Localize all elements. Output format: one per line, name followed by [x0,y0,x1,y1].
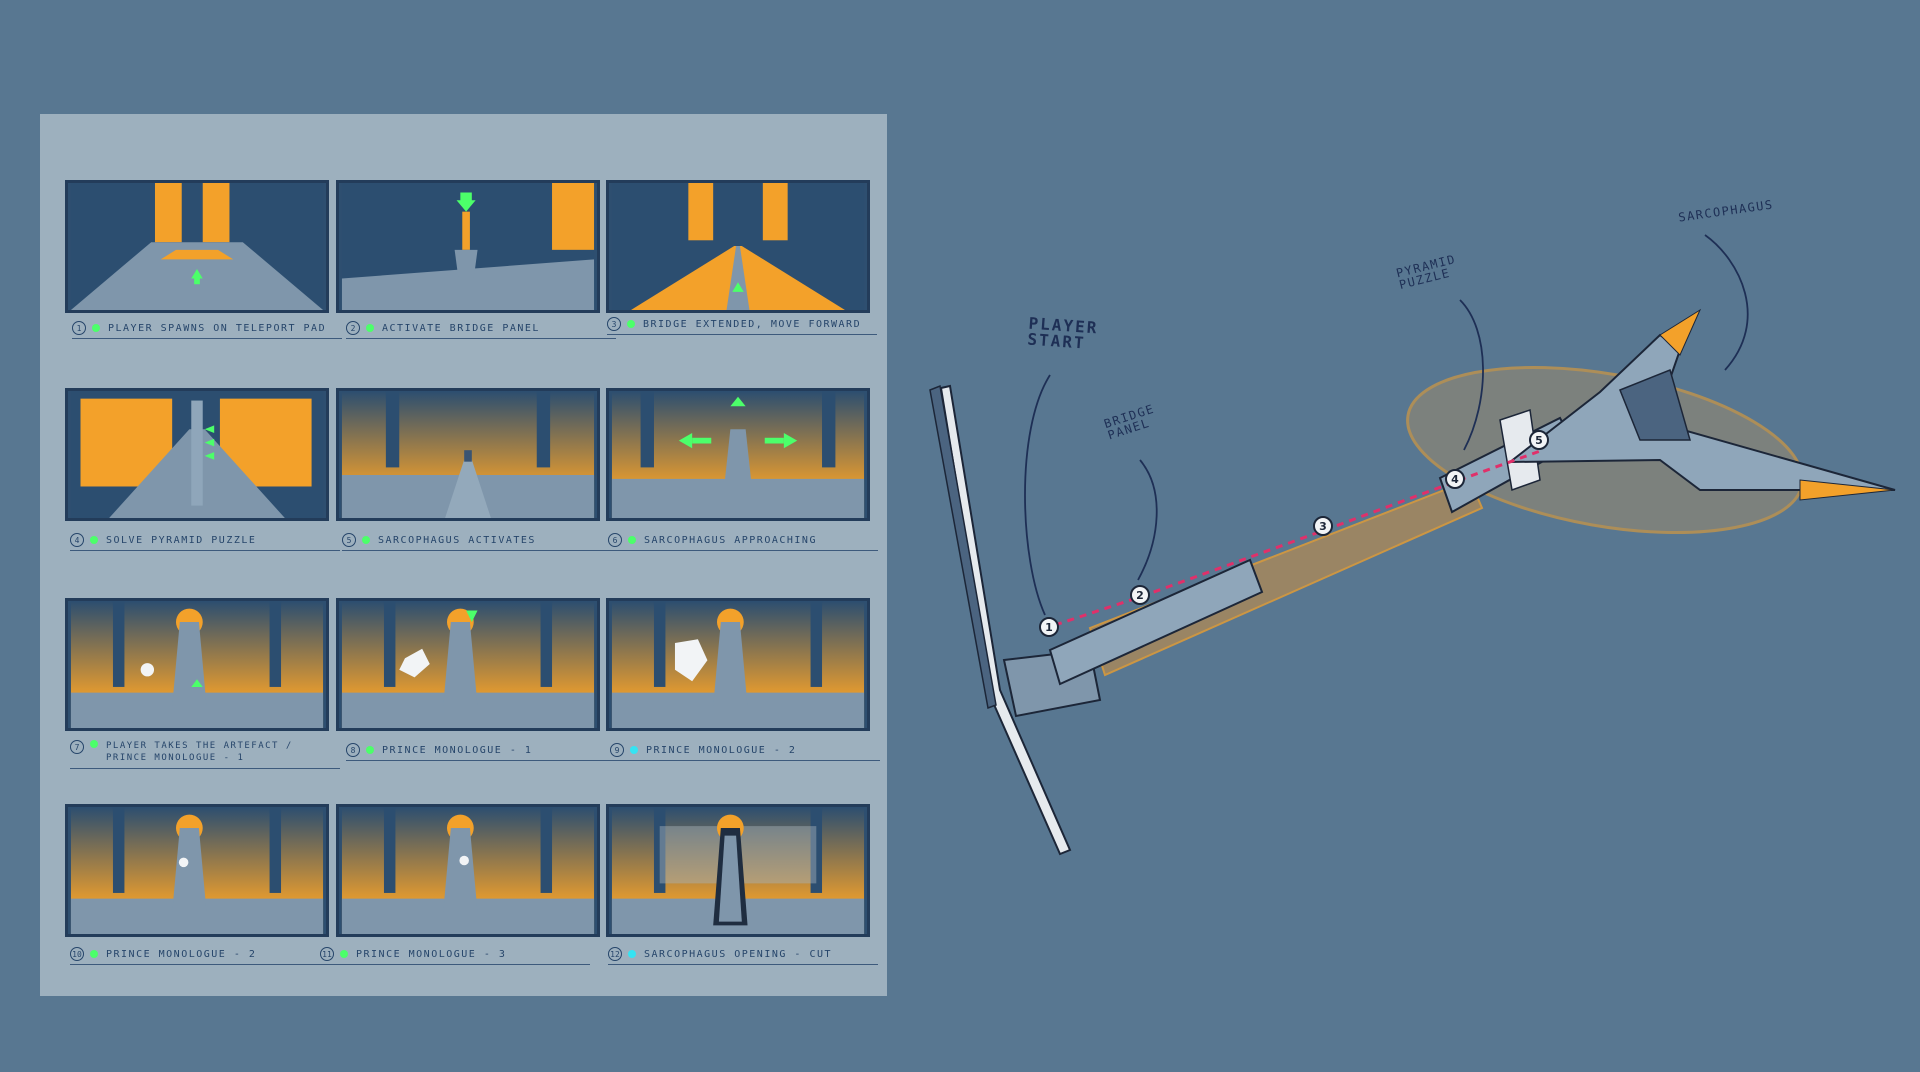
panel-5-illustration [341,391,595,518]
storyboard-panel-6 [606,388,870,521]
storyboard-panel-9 [606,598,870,731]
panel-9-illustration [611,601,865,728]
panel-12-illustration [611,807,865,934]
bridge-panel-leader [1137,459,1158,581]
storyboard-panel-10 [65,804,329,937]
storyboard-panel-7 [65,598,329,731]
sarcophagus-leader [1704,234,1749,371]
panel-3-illustration [611,183,865,310]
panel-11-illustration [341,807,595,934]
panel-10-illustration [70,807,324,934]
level-layout-sketch: PLAYER START BRIDGE PANEL PYRAMID PUZZLE… [900,160,1910,900]
pyramid-puzzle-leader [1459,299,1484,451]
panel-2-illustration [341,183,595,310]
player-start-leader [1024,374,1051,616]
path-marker-1: 1 [1039,617,1059,637]
panel-4-illustration [70,391,324,518]
storyboard-panel-1 [65,180,329,313]
storyboard-panel-3 [606,180,870,313]
storyboard-panel-2 [336,180,600,313]
label-player-start: PLAYER START [1026,313,1099,353]
storyboard-panel-8 [336,598,600,731]
storyboard-panel-11 [336,804,600,937]
path-marker-2: 2 [1130,585,1150,605]
storyboard-panel-4 [65,388,329,521]
bridge-walkway [1088,478,1484,677]
panel-7-illustration [70,601,324,728]
panel-6-illustration [611,391,865,518]
panel-8-illustration [341,601,595,728]
path-marker-3: 3 [1313,516,1333,536]
storyboard-panel-12 [606,804,870,937]
path-marker-5: 5 [1529,430,1549,450]
bridge-panel-structure [1048,558,1264,686]
path-marker-4: 4 [1445,469,1465,489]
storyboard-panel-5 [336,388,600,521]
panel-1-illustration [70,183,324,310]
